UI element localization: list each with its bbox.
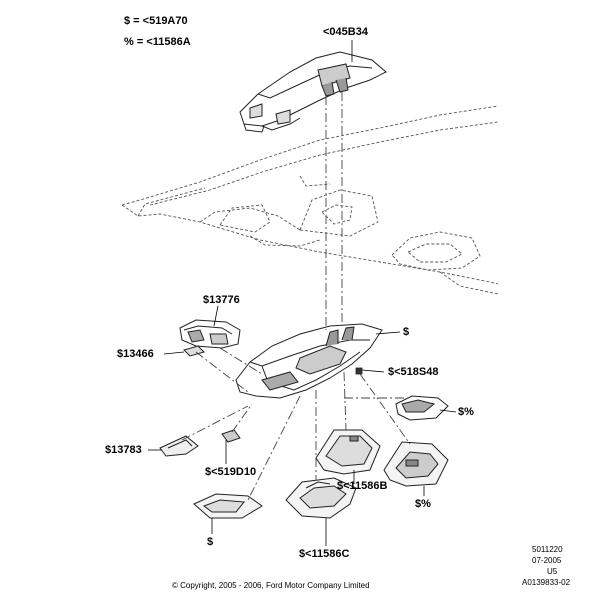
alignment-lines <box>181 92 411 501</box>
callout-percent: $% <box>415 498 431 510</box>
callout-11586C: $<11586C <box>299 548 350 560</box>
lens-13783 <box>159 435 199 457</box>
legend-line-2: % = <11586A <box>124 36 191 48</box>
legend-line-1: $ = <519A70 <box>124 15 188 27</box>
cover-right <box>383 441 449 487</box>
callout-13783: $13783 <box>105 444 142 456</box>
roof-headliner <box>121 105 499 295</box>
callout-dollar-percent: $% <box>458 406 474 418</box>
ref-code-2: 07-2005 <box>532 556 562 565</box>
callout-leaders <box>148 40 457 546</box>
module-right <box>395 395 449 421</box>
overhead-console-bracket <box>239 51 387 133</box>
module-13776 <box>179 319 241 349</box>
callout-13776: $13776 <box>203 294 240 306</box>
clip-519D10 <box>221 429 241 443</box>
ref-code-3: U5 <box>547 567 558 576</box>
screw-518S48 <box>355 367 363 375</box>
overhead-console-housing <box>235 323 383 399</box>
ref-code-4: A0139833-02 <box>522 578 571 587</box>
lamp-13466 <box>183 345 205 357</box>
cover-11586C <box>285 477 357 519</box>
callout-dollar-bottom: $ <box>207 536 214 548</box>
callout-519D10: $<519D10 <box>205 466 257 478</box>
cover-11586B <box>315 429 381 475</box>
callout-11586B: $<11586B <box>337 480 388 492</box>
copyright-text: © Copyright, 2005 - 2006, Ford Motor Com… <box>172 581 370 590</box>
ref-code-1: 5011220 <box>532 545 563 554</box>
callout-dollar-right: $ <box>403 326 410 338</box>
callout-13466: $13466 <box>117 348 154 360</box>
callout-045B34: <045B34 <box>323 26 368 38</box>
callout-518S48: $<518S48 <box>388 366 439 378</box>
plate-bottom <box>193 493 263 519</box>
